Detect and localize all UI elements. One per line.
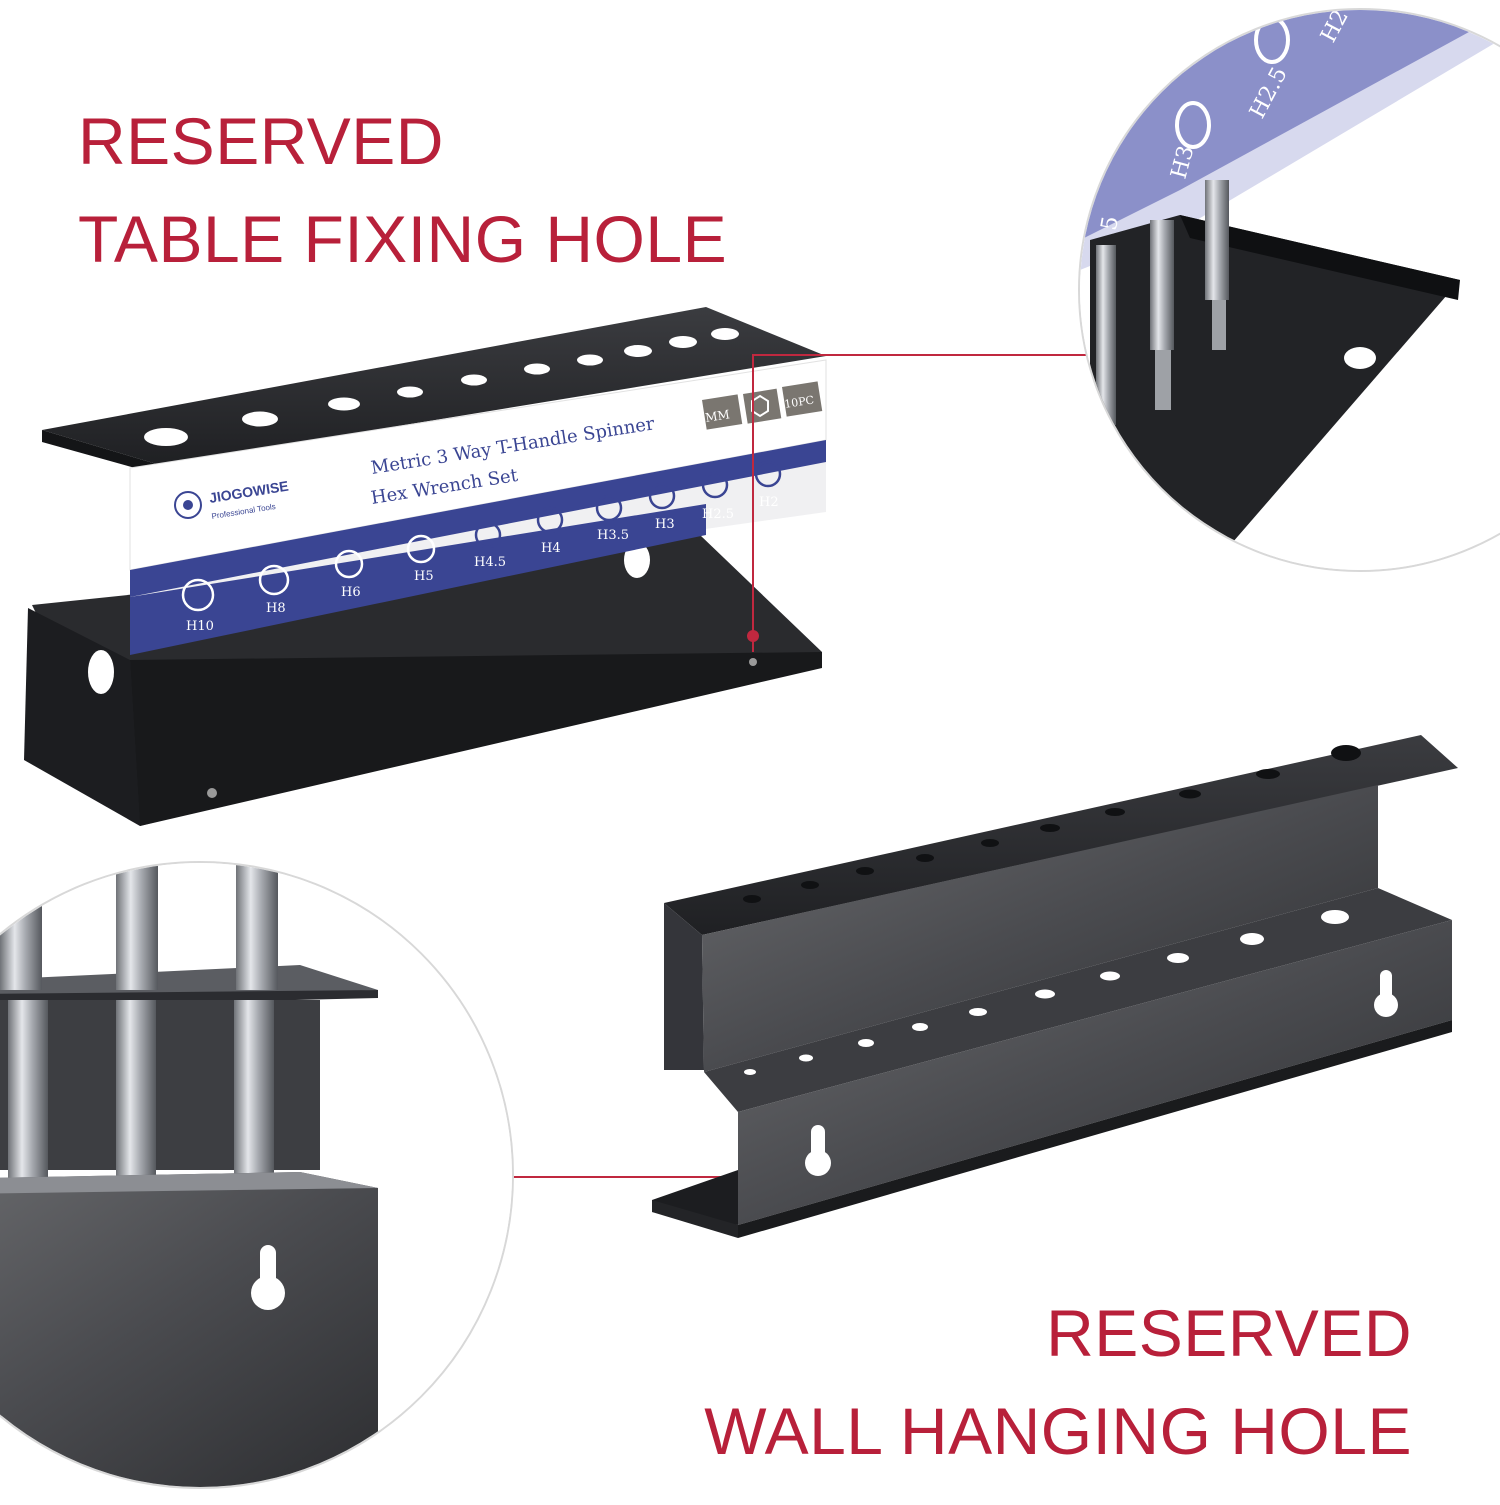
rack2-back-wall [702,785,1378,1072]
size-hex-icon [258,564,290,596]
badge-10pc-text: 10PC [783,393,814,411]
headline-top-line2: TABLE FIXING HOLE [78,202,728,276]
rack-top-plate-holes [144,328,739,446]
rack2-top-plate-holes [743,745,1361,903]
headline-bottom-line1: RESERVED [1046,1296,1412,1370]
badge-10pc [782,381,823,417]
zoom-table-fixing-hole [1344,347,1376,369]
badge-mm-text: MM [704,407,730,425]
headline-bottom-line2: WALL HANGING HOLE [704,1394,1412,1468]
label-size-band [130,440,826,597]
table-fixing-hole-side [88,650,114,694]
rack2-top-plate [664,735,1458,935]
size-hex-icon [595,494,623,522]
size-label: H2.5 [702,507,734,522]
headline-top-line1: RESERVED [78,104,444,178]
size-hex-icon [701,471,729,499]
size-label: H3 [655,517,675,532]
hexagon-icon [742,388,782,424]
size-label: H10 [186,619,214,634]
size-hex-icon [474,521,502,549]
zoom-wall-hanging-keyhole [251,1245,285,1310]
label-size-list: H10 H8 H6 H5 H4.5 H4 H3.5 H3 H2.5 H2 [181,460,782,634]
size-label: H4.5 [474,555,506,570]
rack-base-lip [130,652,822,826]
size-hex-icon [334,549,364,579]
size-hex-icon [406,534,436,564]
size-hex-icon [754,460,782,488]
zoom-rack-front [0,1172,378,1487]
wall-hanging-keyhole-right [1374,970,1398,1017]
size-label: H2 [759,495,779,510]
zoom-circle-table-hole: H2 H2.5 H3 3.5 [1078,8,1500,572]
headline-table-fixing: RESERVED TABLE FIXING HOLE [78,92,727,288]
size-label: H5 [414,569,434,584]
size-label: H8 [266,601,286,616]
rack-back-view [652,735,1458,1238]
table-fixing-hole-base [749,658,757,666]
size-hex-icon [181,578,215,612]
headline-wall-hanging: RESERVED WALL HANGING HOLE [704,1284,1412,1480]
rack2-floor-holes [744,910,1349,1075]
product-label-card: JIOGOWISE Professional Tools Metric 3 Wa… [129,359,827,655]
rack-base-rivet [207,788,217,798]
rack-back-hole [624,542,650,578]
zoom-circle-wall-hole [0,861,514,1489]
size-hex-icon [536,506,564,534]
rack-front-view: JIOGOWISE Professional Tools Metric 3 Wa… [24,307,827,826]
badge-mm [702,394,743,430]
rack2-front-wall [738,920,1452,1225]
rack2-floor [704,888,1452,1112]
wall-hanging-keyhole-left [805,1125,831,1176]
size-hex-icon [648,482,676,510]
size-label: H4 [541,541,561,556]
size-label: H6 [341,585,361,600]
size-label: H3.5 [597,528,629,543]
